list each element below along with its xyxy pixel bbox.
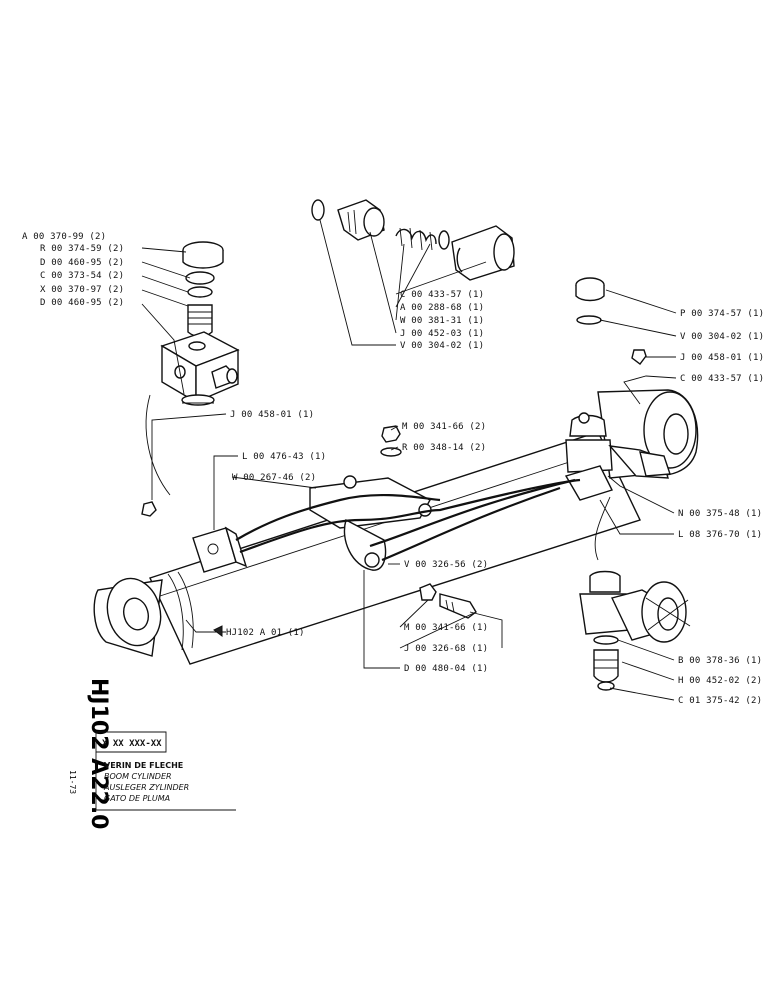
label-c0137542: C 01 375-42 (2) <box>678 696 762 706</box>
label-p0037457: P 00 374-57 (1) <box>680 309 764 319</box>
part-labels: A 00 370-99 (2) R 00 374-59 (2) D 00 460… <box>22 232 764 706</box>
label-r0037459: R 00 374-59 (2) <box>40 244 124 254</box>
label-m0034166a: M 00 341-66 (2) <box>402 422 486 432</box>
leader-lines <box>141 219 677 701</box>
label-a0028868: A 00 288-68 (1) <box>400 303 484 313</box>
ref-code: X XX XXX-XX <box>102 739 162 749</box>
label-d0046095b: D 00 460-95 (2) <box>40 298 124 308</box>
label-w0038131: W 00 381-31 (1) <box>400 316 484 326</box>
doc-number: HJ102 A22.0 <box>86 678 111 830</box>
label-a0037099: A 00 370-99 (2) <box>22 232 106 242</box>
label-n0037548: N 00 375-48 (1) <box>678 509 762 519</box>
label-c0043357b: C 00 433-57 (1) <box>680 374 764 384</box>
title-spanish: GATO DE PLUMA <box>104 794 170 803</box>
label-c0043357a: C 00 433-57 (1) <box>400 290 484 300</box>
fitting-assembly-left <box>160 241 240 406</box>
label-j0045801a: J 00 458-01 (1) <box>680 353 764 363</box>
label-b0037836: B 00 378-36 (1) <box>678 656 762 666</box>
small-hardware <box>141 425 477 619</box>
boom-cylinder-drawing <box>93 389 699 665</box>
title-block: HJ102 A22.0 11-73 X XX XXX-XX VERIN DE F… <box>68 678 236 830</box>
title-french: VERIN DE FLECHE <box>104 761 183 770</box>
label-h0045202: H 00 452-02 (2) <box>678 676 762 686</box>
hose-lines <box>145 394 611 562</box>
label-v0030402a: V 00 304-02 (1) <box>400 341 484 351</box>
label-j0045203: J 00 452-03 (1) <box>400 329 484 339</box>
label-l0837670: L 08 376-70 (1) <box>678 530 762 540</box>
label-v0030402b: V 00 304-02 (1) <box>680 332 764 342</box>
label-d0048004: D 00 480-04 (1) <box>404 664 488 674</box>
label-x0037097: X 00 370-97 (2) <box>40 285 124 295</box>
valve-assembly-right <box>579 570 691 691</box>
title-german: AUSLEGER ZYLINDER <box>103 783 189 792</box>
label-j0032668: J 00 326-68 (1) <box>404 644 488 654</box>
doc-date: 11-73 <box>68 770 77 794</box>
label-d0046095a: D 00 460-95 (2) <box>40 258 124 268</box>
label-r0034814: R 00 348-14 (2) <box>402 443 486 453</box>
label-w0026746: W 00 267-46 (2) <box>232 473 316 483</box>
label-l0047643: L 00 476-43 (1) <box>242 452 326 462</box>
label-hj102a01: HJ102 A 01 (1) <box>226 628 305 638</box>
label-v0032656: V 00 326-56 (2) <box>404 560 488 570</box>
label-j0045801b: J 00 458-01 (1) <box>230 410 314 420</box>
label-c0037354: C 00 373-54 (2) <box>40 271 124 281</box>
plug-right <box>575 277 647 365</box>
title-english: BOOM CYLINDER <box>104 772 172 781</box>
check-valve-exploded <box>311 199 515 281</box>
label-m0034166b: M 00 341-66 (1) <box>404 623 488 633</box>
